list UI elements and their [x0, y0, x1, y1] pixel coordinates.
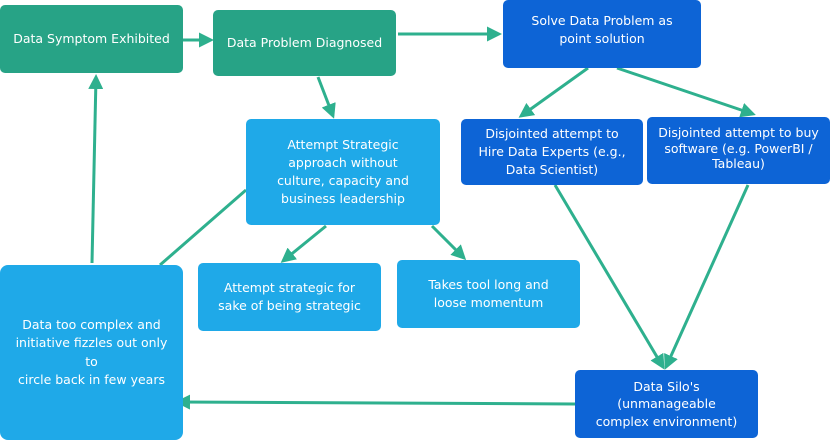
node-data-silos[interactable]: Data Silo's (unmanageable complex enviro… — [575, 370, 758, 438]
arrow-complex-to-symptom — [88, 74, 104, 264]
node-data-problem-diagnosed[interactable]: Data Problem Diagnosed — [213, 10, 396, 76]
node-solve-point-solution[interactable]: Solve Data Problem as point solution — [503, 0, 701, 68]
arrow-strategic-to-forsake — [280, 224, 327, 263]
arrow-diagnosed-to-strategic — [316, 76, 336, 119]
node-data-symptom-exhibited[interactable]: Data Symptom Exhibited — [0, 5, 183, 73]
node-takes-too-long[interactable]: Takes tool long and loose momentum — [397, 260, 580, 328]
arrow-software-to-silo — [664, 184, 750, 370]
node-buy-software[interactable]: Disjointed attempt to buy software (e.g.… — [647, 117, 830, 184]
line-strategic-to-complex — [159, 188, 247, 267]
arrow-solve-to-software — [616, 66, 756, 118]
node-attempt-strategic-approach[interactable]: Attempt Strategic approach without cultu… — [246, 119, 440, 225]
arrow-silo-to-complex — [175, 394, 576, 410]
node-data-too-complex[interactable]: Data too complex and initiative fizzles … — [0, 265, 183, 440]
node-hire-data-experts[interactable]: Disjointed attempt to Hire Data Experts … — [461, 119, 643, 185]
arrow-solve-to-experts — [518, 66, 589, 118]
node-strategic-for-sake[interactable]: Attempt strategic for sake of being stra… — [198, 263, 381, 331]
arrow-strategic-to-takes — [430, 224, 467, 261]
